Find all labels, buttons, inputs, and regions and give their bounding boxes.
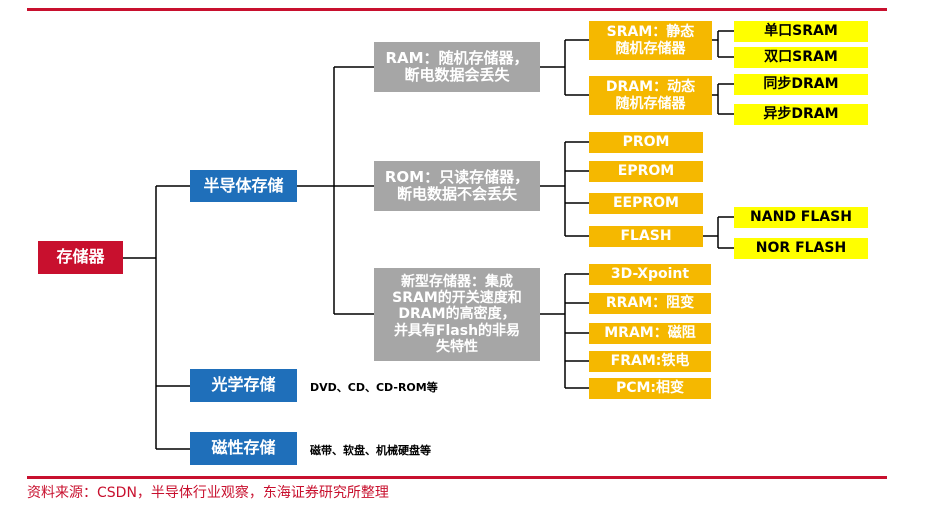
node-rom: ROM：只读存储器， 断电数据不会丢失 [374, 161, 540, 211]
node-new-memory: 新型存储器：集成 SRAM的开关速度和 DRAM的高密度， 并具有Flash的非… [374, 268, 540, 361]
node-fram: FRAM:铁电 [589, 351, 711, 372]
top-rule [27, 8, 887, 11]
leaf-async-dram: 异步DRAM [734, 104, 868, 125]
node-pcm: PCM:相变 [589, 378, 711, 399]
note-magnetic-examples: 磁带、软盘、机械硬盘等 [310, 444, 431, 457]
node-mram: MRAM：磁阻 [589, 323, 711, 344]
node-semiconductor-storage: 半导体存储 [190, 170, 297, 202]
source-note: 资料来源：CSDN，半导体行业观察，东海证券研究所整理 [27, 485, 389, 501]
leaf-nand-flash: NAND FLASH [734, 207, 868, 228]
node-rram: RRAM：阻变 [589, 293, 711, 314]
node-sram: SRAM：静态 随机存储器 [589, 21, 712, 60]
leaf-dual-port-sram: 双口SRAM [734, 47, 868, 68]
node-magnetic-storage: 磁性存储 [190, 432, 297, 465]
node-dram: DRAM：动态 随机存储器 [589, 76, 712, 115]
leaf-single-port-sram: 单口SRAM [734, 21, 868, 42]
node-3d-xpoint: 3D-Xpoint [589, 264, 711, 285]
leaf-sync-dram: 同步DRAM [734, 74, 868, 95]
node-root-memory: 存储器 [38, 241, 123, 274]
node-prom: PROM [589, 132, 703, 153]
bottom-rule [27, 476, 887, 479]
node-flash: FLASH [589, 226, 703, 247]
node-optical-storage: 光学存储 [190, 369, 297, 402]
node-eprom: EPROM [589, 161, 703, 182]
leaf-nor-flash: NOR FLASH [734, 238, 868, 259]
node-ram: RAM：随机存储器， 断电数据会丢失 [374, 42, 540, 92]
node-eeprom: EEPROM [589, 193, 703, 214]
note-optical-examples: DVD、CD、CD-ROM等 [310, 381, 438, 394]
